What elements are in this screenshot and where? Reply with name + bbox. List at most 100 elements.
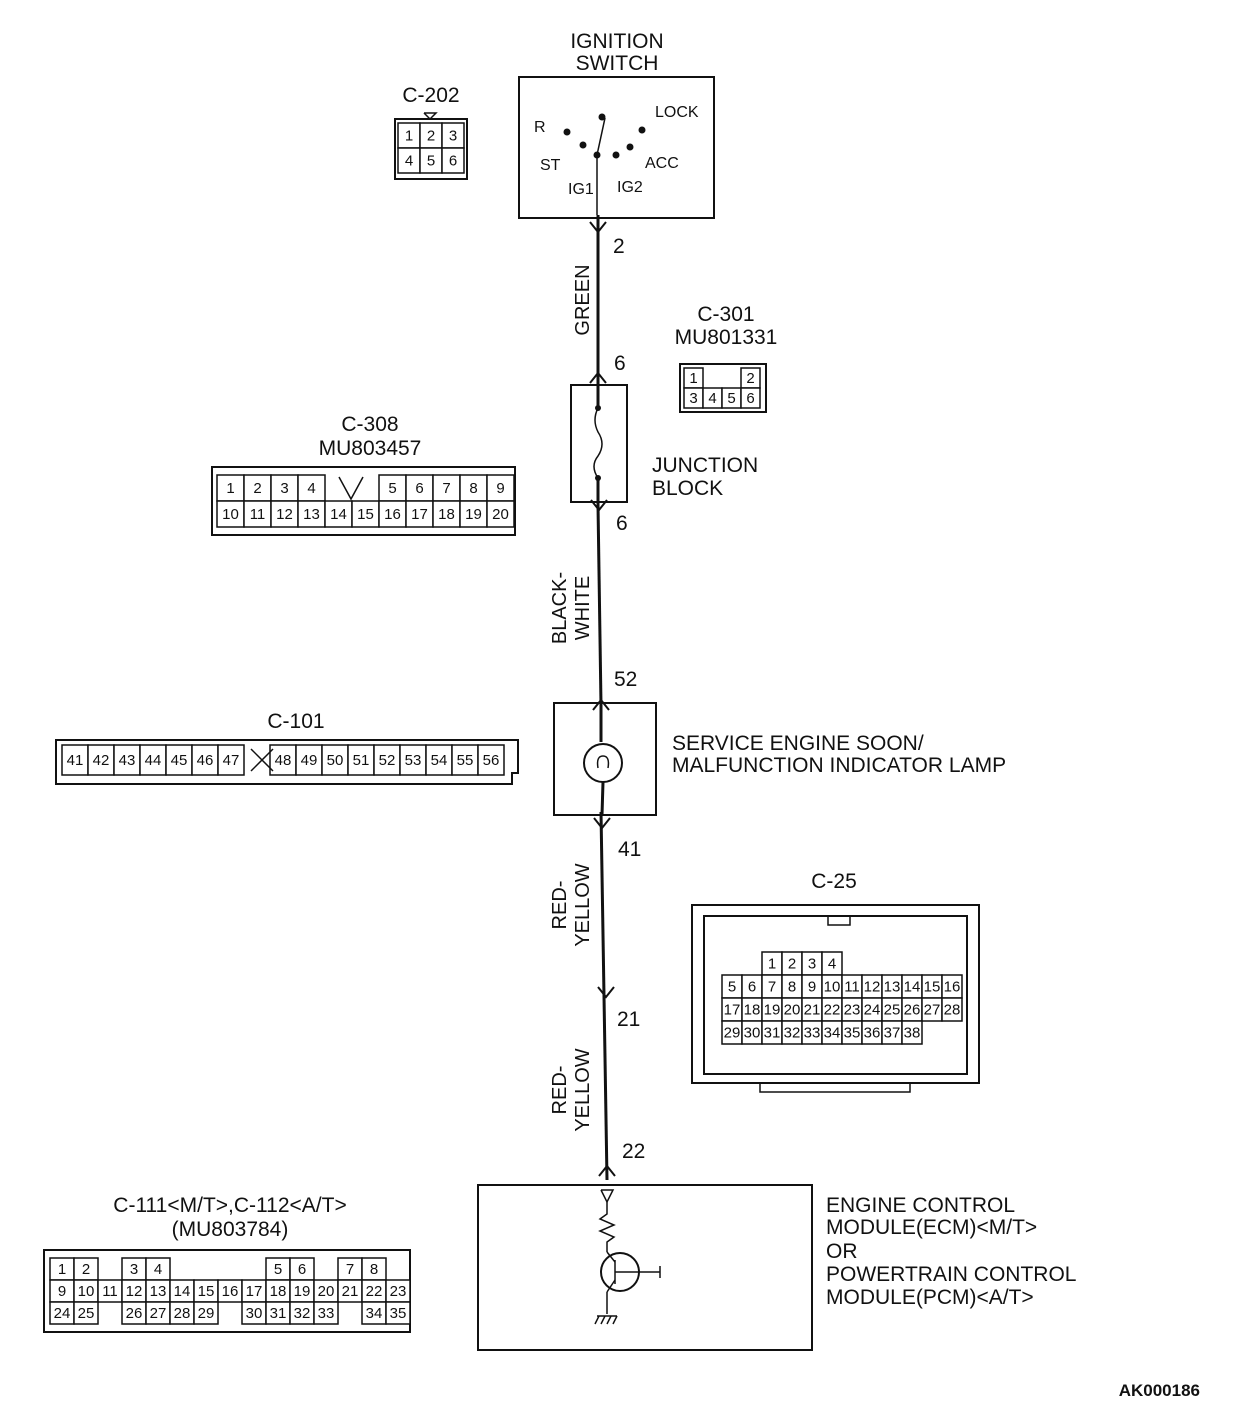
connector-c25-pin-cell: 8 (781, 974, 803, 999)
connector-c25-pin-label: 22 (824, 1002, 841, 1019)
connector-c111-pin-cell: 32 (289, 1301, 315, 1325)
lamp-filament-icon (596, 755, 610, 769)
connector-c111-pin-label: 33 (318, 1305, 335, 1322)
connector-c111-pin-cell: 31 (265, 1301, 291, 1325)
connector-c308-pin-label: 16 (384, 506, 401, 523)
connector-c101-pin-cell: 51 (347, 744, 375, 776)
connector-c25-pin-label: 30 (744, 1025, 761, 1042)
connector-c101-pin-cell: 44 (139, 744, 167, 776)
connector-c25-pin-cell: 4 (821, 951, 843, 976)
connector-c25-pin-label: 17 (724, 1002, 741, 1019)
connector-c308-pin-cell: 19 (459, 500, 488, 528)
connector-c111-pin-label: 13 (150, 1283, 167, 1300)
connector-c111-pin-cell: 20 (313, 1279, 339, 1303)
connector-c101-pin-cell: 49 (295, 744, 323, 776)
connector-c111-pin-label: 1 (58, 1261, 66, 1278)
connector-c101-pin-label: 42 (93, 752, 110, 769)
connector-c111-pin-label: 5 (274, 1261, 282, 1278)
connector-c202-pin-label: 3 (449, 128, 457, 145)
connector-c111-pin-label: 20 (318, 1283, 335, 1300)
indicator-lamp: SERVICE ENGINE SOON/ MALFUNCTION INDICAT… (553, 702, 1006, 816)
connector-c25-pin-label: 12 (864, 979, 881, 996)
connector-c25-pin-cell: 17 (721, 997, 743, 1022)
ignition-pos-r: R (534, 119, 546, 136)
connector-c308-pin-cell: 20 (486, 500, 515, 528)
connector-c111-pin-cell: 8 (361, 1257, 387, 1281)
connector-c25-pin-label: 35 (844, 1025, 861, 1042)
wire-arrow-jb-out (590, 499, 608, 512)
connector-c25-pin-cell: 3 (801, 951, 823, 976)
connector-c111-pin-label: 17 (246, 1283, 263, 1300)
connector-c101-pin-label: 55 (457, 752, 474, 769)
wire-color-black-white-line2: WHITE (572, 576, 594, 640)
pin-junction-in: 6 (614, 352, 626, 375)
connector-c111-pin-label: 18 (270, 1283, 287, 1300)
connector-c25-pin-label: 32 (784, 1025, 801, 1042)
connector-c308-pin-cell: 1 (216, 474, 245, 502)
connector-c101-pin-cell: 52 (373, 744, 401, 776)
connector-c25-pin-cell: 9 (801, 974, 823, 999)
connector-c25-pin-cell: 29 (721, 1020, 743, 1045)
ground-icon (594, 1315, 618, 1325)
pin-ignition: 2 (613, 235, 625, 258)
wire-arrow-ecm (598, 1164, 616, 1177)
connector-c25-pin-label: 2 (788, 956, 796, 973)
connector-c202-pin-cell: 6 (441, 147, 465, 174)
connector-c308-pin-cell: 9 (486, 474, 515, 502)
connector-c25-pin-cell: 18 (741, 997, 763, 1022)
connector-c25-pin-cell: 23 (841, 997, 863, 1022)
connector-c111-pin-cell: 24 (49, 1301, 75, 1325)
connector-c101-pin-cell: 41 (61, 744, 89, 776)
connector-c308-pin-cell: 6 (405, 474, 434, 502)
connector-c111-pin-label: 9 (58, 1283, 66, 1300)
connector-c101-pin-label: 53 (405, 752, 422, 769)
connector-c111-pin-cell: 22 (361, 1279, 387, 1303)
connector-c308-pin-cell: 3 (270, 474, 299, 502)
connector-c25-pin-cell: 38 (901, 1020, 923, 1045)
connector-c25-pin-cell: 6 (741, 974, 763, 999)
connector-c111-pin-cell: 27 (145, 1301, 171, 1325)
connector-c111-pin-cell: 30 (241, 1301, 267, 1325)
connector-c308-pin-label: 10 (222, 506, 239, 523)
connector-c202-pin-cell: 2 (419, 122, 443, 149)
control-module: ENGINE CONTROL MODULE(ECM)<M/T> OR POWER… (477, 1184, 1076, 1351)
wire-color-green: GREEN (572, 264, 594, 335)
junction-block: JUNCTION BLOCK (570, 384, 758, 505)
resistor-icon (598, 1202, 616, 1252)
connector-c25-pin-cell: 31 (761, 1020, 783, 1045)
connector-c101-pin-label: 54 (431, 752, 448, 769)
connector-c25-pin-label: 26 (904, 1002, 921, 1019)
connector-c25-pin-label: 36 (864, 1025, 881, 1042)
connector-c202-name: C-202 (402, 84, 459, 107)
connector-c101-pin-label: 56 (483, 752, 500, 769)
connector-c25-pin-cell: 36 (861, 1020, 883, 1045)
connector-c111-pin-label: 8 (370, 1261, 378, 1278)
connector-c25-pin-cell: 22 (821, 997, 843, 1022)
connector-c308-pin-label: 3 (280, 480, 288, 497)
connector-c308-pin-cell: 15 (351, 500, 380, 528)
connector-c308-pin-label: 18 (438, 506, 455, 523)
connector-c25-pin-cell: 37 (881, 1020, 903, 1045)
connector-c301-part: MU801331 (675, 326, 778, 349)
connector-c101-pin-label: 41 (67, 752, 84, 769)
connector-c202-pin-cell: 1 (397, 122, 421, 149)
connector-c25-pin-cell: 13 (881, 974, 903, 999)
lamp-label-line2: MALFUNCTION INDICATOR LAMP (672, 754, 1006, 777)
connector-c111-pin-label: 34 (366, 1305, 383, 1322)
connector-c301-name: C-301 (697, 303, 754, 326)
connector-c111-pin-cell: 34 (361, 1301, 387, 1325)
connector-c111-pin-label: 26 (126, 1305, 143, 1322)
pin-lamp-in: 52 (614, 668, 637, 691)
connector-c25-pin-cell: 12 (861, 974, 883, 999)
wire-arrow-mid (597, 986, 615, 999)
connector-c25-pin-label: 5 (728, 979, 736, 996)
connector-c111-pin-label: 35 (390, 1305, 407, 1322)
connector-c101-pin-label: 45 (171, 752, 188, 769)
connector-c25-pin-label: 27 (924, 1002, 941, 1019)
connector-c101-pin-label: 44 (145, 752, 162, 769)
connector-c25-pin-label: 1 (768, 956, 776, 973)
